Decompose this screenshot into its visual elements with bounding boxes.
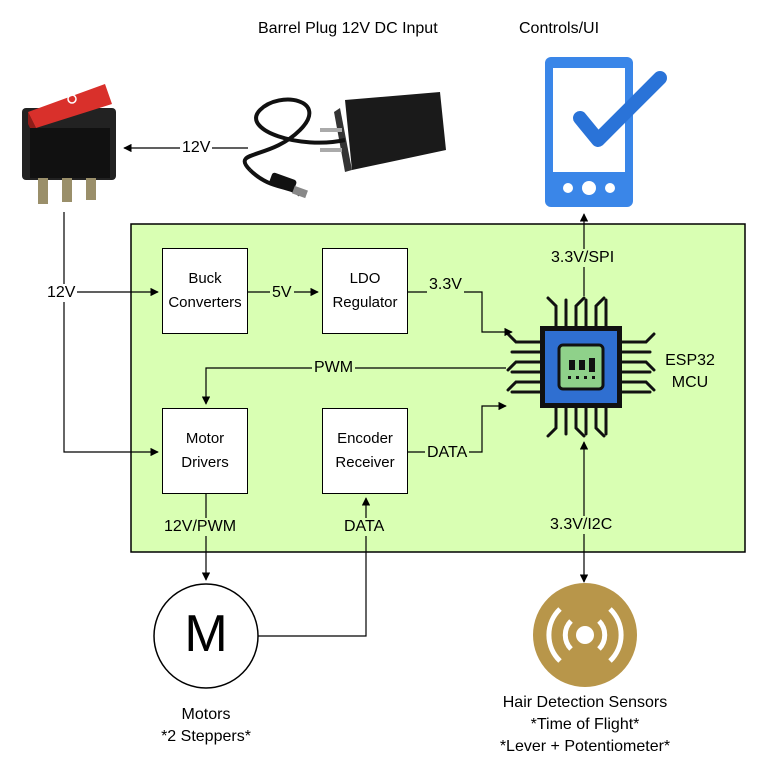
- buck-line-2: Converters: [168, 294, 242, 311]
- wire-label-plug-to-switch: 12V: [180, 139, 213, 157]
- microchip-body: [540, 326, 622, 408]
- wire-label-pwm: PWM: [312, 359, 356, 377]
- motor-symbol-letter: M: [184, 605, 228, 663]
- encoder-line-2: Receiver: [335, 454, 395, 471]
- microchip-icon: [506, 296, 656, 438]
- mcu-line-2: MCU: [671, 374, 709, 391]
- signal-sensor-icon: [533, 583, 637, 687]
- motor-drivers-line-2: Drivers: [181, 454, 229, 471]
- wire-label-mcu-to-ui: 3.3V/SPI: [549, 249, 617, 267]
- rocker-switch-icon: [22, 84, 116, 204]
- encoder-line-1: Encoder: [337, 430, 393, 447]
- wire-label-motor-to-encoder: DATA: [342, 518, 387, 536]
- sensors-line-1: Hair Detection Sensors: [502, 694, 668, 711]
- motor-drivers-line-1: Motor: [185, 430, 225, 447]
- wire-label-ldo-to-mcu: 3.3V: [427, 276, 464, 294]
- wire-label-mcu-to-sensors: 3.3V/I2C: [548, 516, 615, 534]
- motors-line-1: Motors: [181, 706, 231, 723]
- wire-label-encoder-data: DATA: [425, 444, 470, 462]
- ldo-line-1: LDO: [349, 270, 381, 287]
- ldo-line-2: Regulator: [332, 294, 398, 311]
- sensors-line-2: *Time of Flight*: [530, 716, 640, 733]
- power-adapter-icon: [242, 92, 446, 199]
- wire-label-switch-to-board: 12V: [45, 284, 78, 302]
- ldo-regulator-block: LDO Regulator: [322, 248, 408, 334]
- sensors-label: Hair Detection Sensors *Time of Flight* …: [470, 692, 700, 758]
- wire-mcu-to-drivers: [201, 367, 506, 405]
- motors-label: Motors *2 Steppers*: [136, 704, 276, 748]
- sensors-line-3: *Lever + Potentiometer*: [499, 738, 671, 755]
- smartphone-check-icon: [545, 57, 667, 207]
- mcu-label: ESP32 MCU: [660, 350, 720, 394]
- motors-line-2: *2 Steppers*: [161, 728, 251, 745]
- controls-title: Controls/UI: [519, 20, 600, 37]
- buck-line-1: Buck: [188, 270, 222, 287]
- mcu-line-1: ESP32: [665, 352, 715, 369]
- barrel-plug-title: Barrel Plug 12V DC Input: [258, 20, 438, 37]
- wire-label-buck-to-ldo: 5V: [270, 284, 294, 302]
- wire-motor-to-encoder: [258, 497, 371, 637]
- wire-label-drivers-to-motor: 12V/PWM: [162, 518, 239, 536]
